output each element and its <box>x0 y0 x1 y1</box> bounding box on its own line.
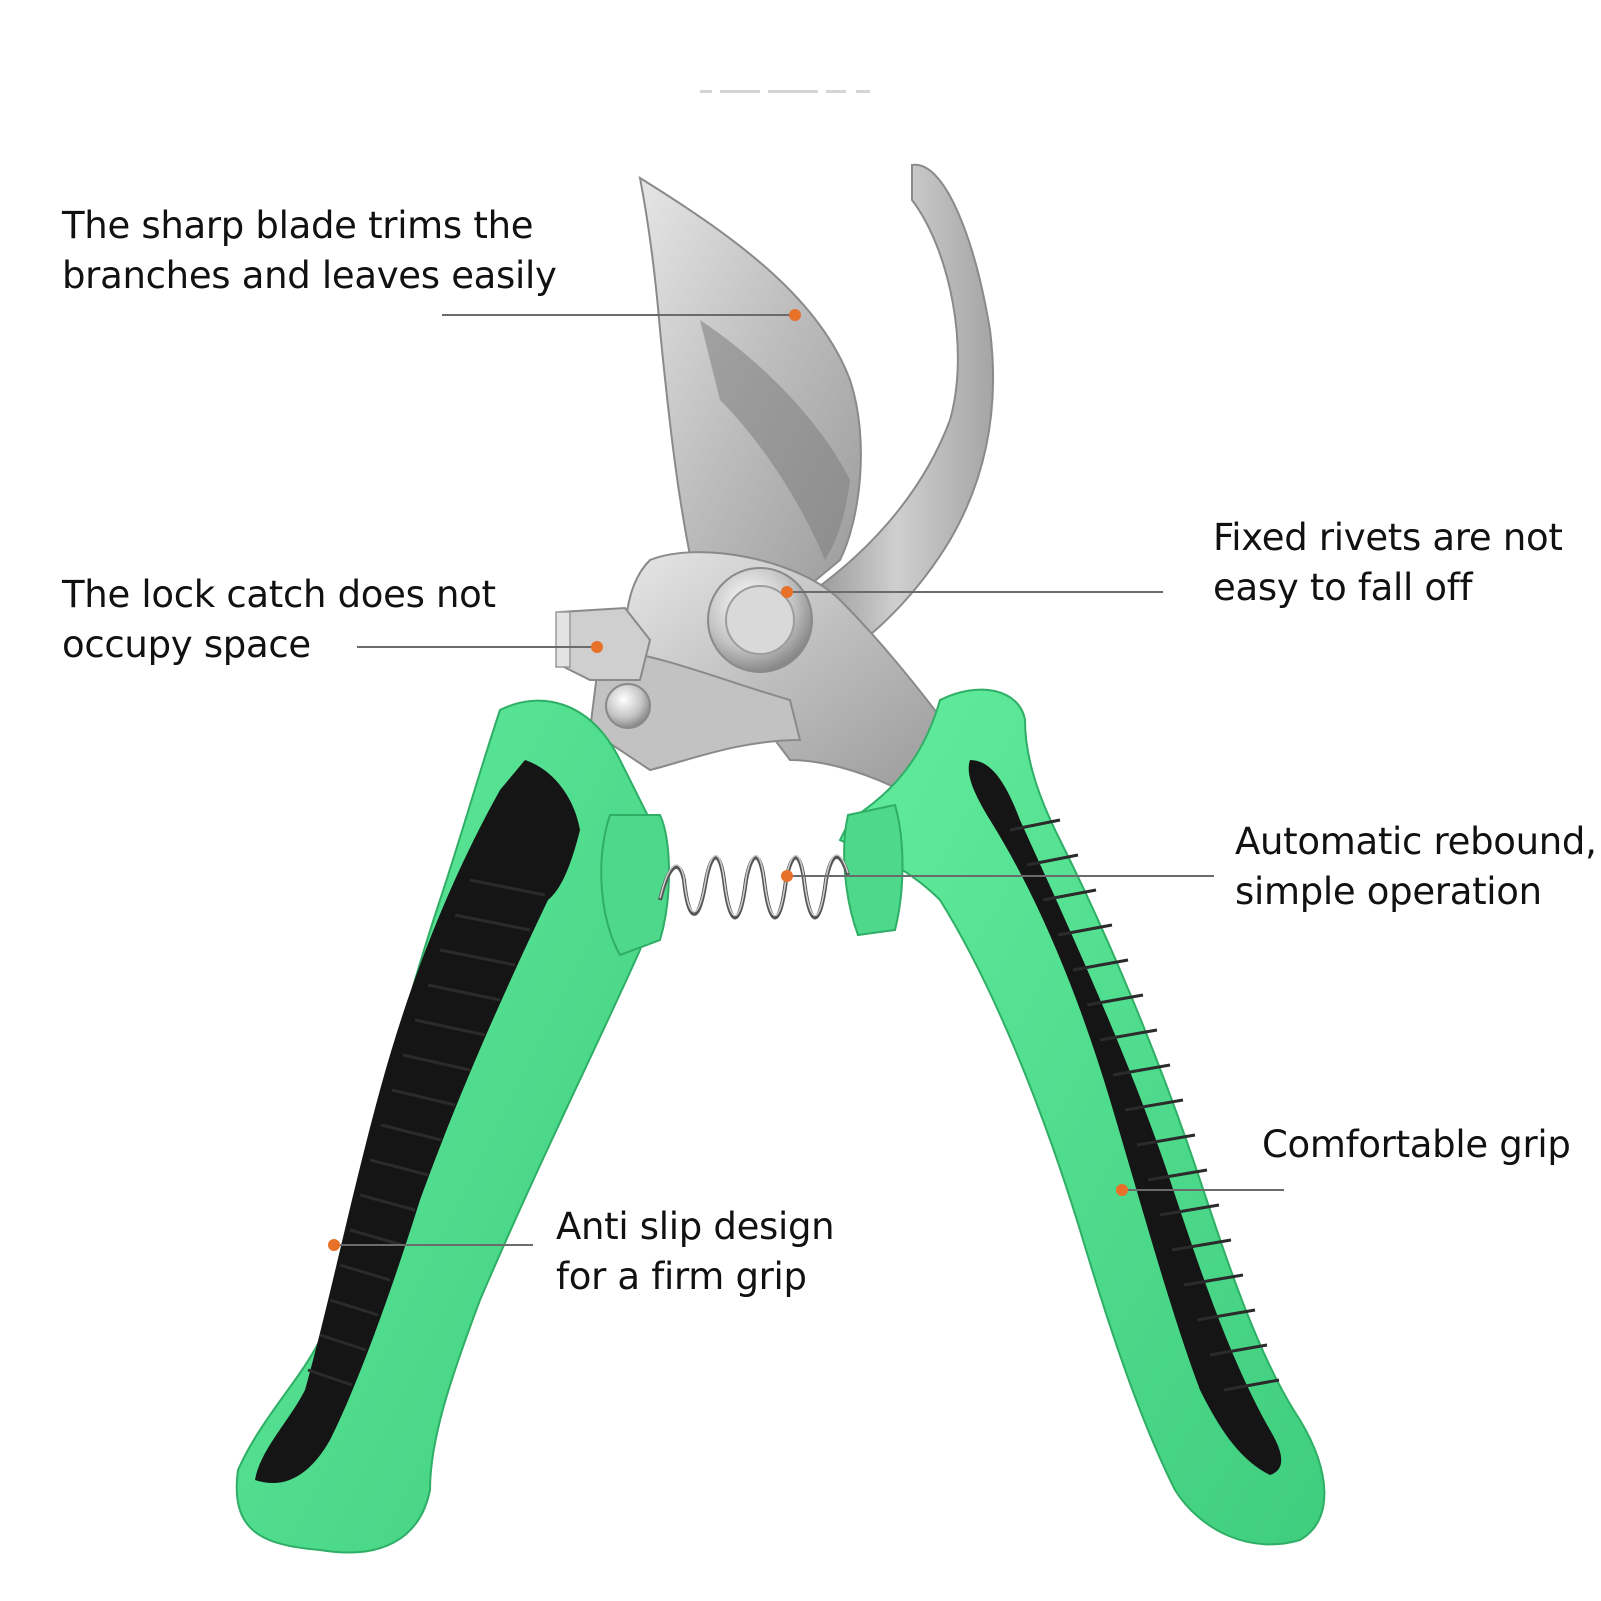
callout-dot-comfortable-grip <box>1116 1184 1128 1196</box>
right-spring-boss <box>843 803 904 937</box>
callout-label-fixed-rivets: Fixed rivets are not easy to fall off <box>1213 516 1563 609</box>
callout-label-sharp-blade: The sharp blade trims the branches and l… <box>62 204 557 297</box>
callout-label-auto-rebound: Automatic rebound, simple operation <box>1235 820 1597 913</box>
callout-label-anti-slip: Anti slip design for a firm grip <box>556 1205 835 1298</box>
blade-bevel <box>700 320 850 560</box>
left-spring-boss <box>600 814 670 957</box>
callout-dots <box>328 309 1128 1251</box>
return-spring <box>658 854 850 920</box>
callout-dot-sharp-blade <box>789 309 801 321</box>
callout-dot-anti-slip <box>328 1239 340 1251</box>
lower-jaw <box>588 648 802 772</box>
anvil-blade <box>798 163 995 652</box>
callout-label-lock-catch: The lock catch does not occupy space <box>62 573 496 666</box>
return-spring-highlight <box>659 854 849 916</box>
left-grip-ridges <box>307 878 546 1387</box>
right-grip-ridges <box>1009 818 1280 1392</box>
callout-dot-auto-rebound <box>781 870 793 882</box>
leader-lines <box>334 314 1284 1246</box>
callout-dot-fixed-rivets <box>781 586 793 598</box>
lock-rivet <box>605 683 651 729</box>
callout-label-comfortable-grip: Comfortable grip <box>1262 1123 1571 1166</box>
callout-dot-lock-catch <box>591 641 603 653</box>
faint-top-marks <box>700 90 870 93</box>
right-rubber-grip <box>968 760 1282 1475</box>
